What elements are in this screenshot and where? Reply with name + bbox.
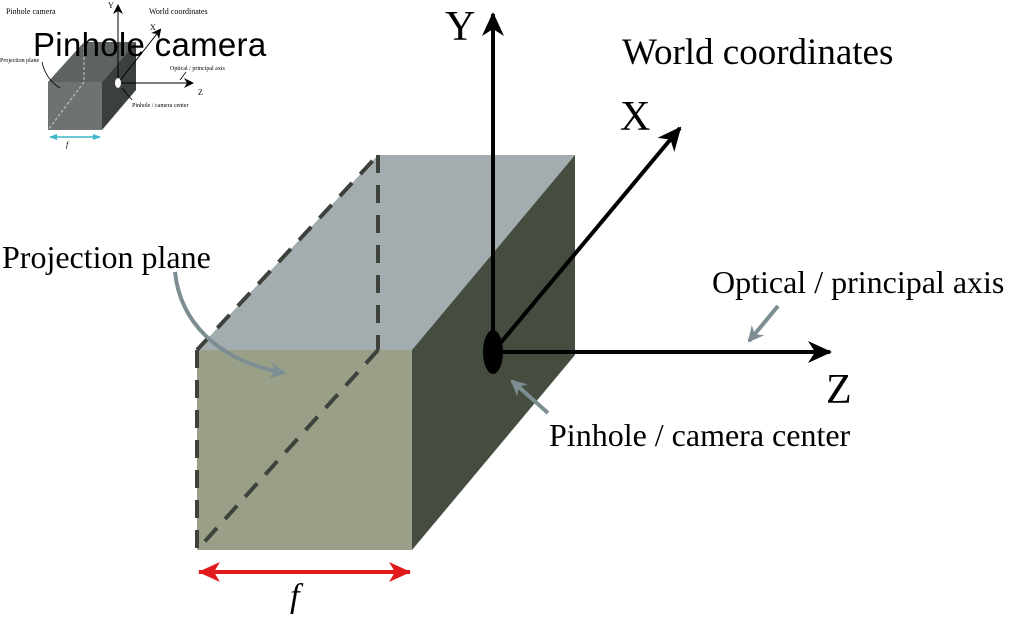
axis-y-label: Y	[445, 4, 475, 50]
pinhole-icon	[483, 330, 503, 374]
thumb-pinhole-label: Pinhole / camera center	[132, 103, 188, 109]
thumb-top-face	[48, 42, 136, 82]
hidden-edge-top-left	[195, 153, 380, 352]
thumb-axis-z-label: Z	[198, 88, 203, 97]
thumb-axis-y-label: Y	[108, 1, 114, 10]
optical-axis-arrow	[747, 304, 780, 343]
thumb-focal-length-label: f	[66, 140, 70, 149]
axis-z-label: Z	[826, 367, 852, 413]
hidden-edge-diagonal	[195, 348, 380, 552]
world-coordinates-label: World coordinates	[622, 32, 893, 73]
thumb-projection-plane-label: Projection plane	[0, 58, 39, 64]
thumb-hidden-edge-diagonal	[47, 81, 85, 131]
axis-x-label: X	[620, 94, 650, 140]
projection-plane-face	[197, 350, 412, 550]
optical-axis-label: Optical / principal axis	[712, 264, 1004, 300]
thumb-camera-label: Pinhole camera	[6, 7, 56, 16]
camera-top-face	[197, 155, 575, 350]
thumb-world-coordinates-label: World coordinates	[149, 7, 208, 16]
pinhole-label: Pinhole / camera center	[549, 417, 851, 453]
thumb-axis-x-label: X	[150, 23, 156, 32]
thumb-optical-axis-label: Optical / principal axis	[170, 66, 225, 72]
thumb-projection-arrow	[41, 61, 61, 89]
projection-plane-arrow	[173, 271, 286, 379]
axis-x-line	[491, 126, 682, 354]
thumb-front-face	[48, 82, 102, 130]
thumb-pinhole-icon	[115, 78, 121, 88]
world-axes	[482, 12, 832, 374]
focal-length-label: f	[290, 578, 304, 614]
thumb-axis-x-line	[117, 28, 162, 84]
thumb-optical-arrow	[179, 71, 187, 81]
page-title: Pinhole camera	[33, 26, 267, 63]
thumbnail-diagram: Pinhole camera World coordinates Y X Z P…	[0, 1, 225, 149]
thumb-pinhole-arrow	[121, 87, 133, 101]
pinhole-arrow	[510, 379, 550, 415]
projection-plane-label: Projection plane	[2, 239, 211, 275]
